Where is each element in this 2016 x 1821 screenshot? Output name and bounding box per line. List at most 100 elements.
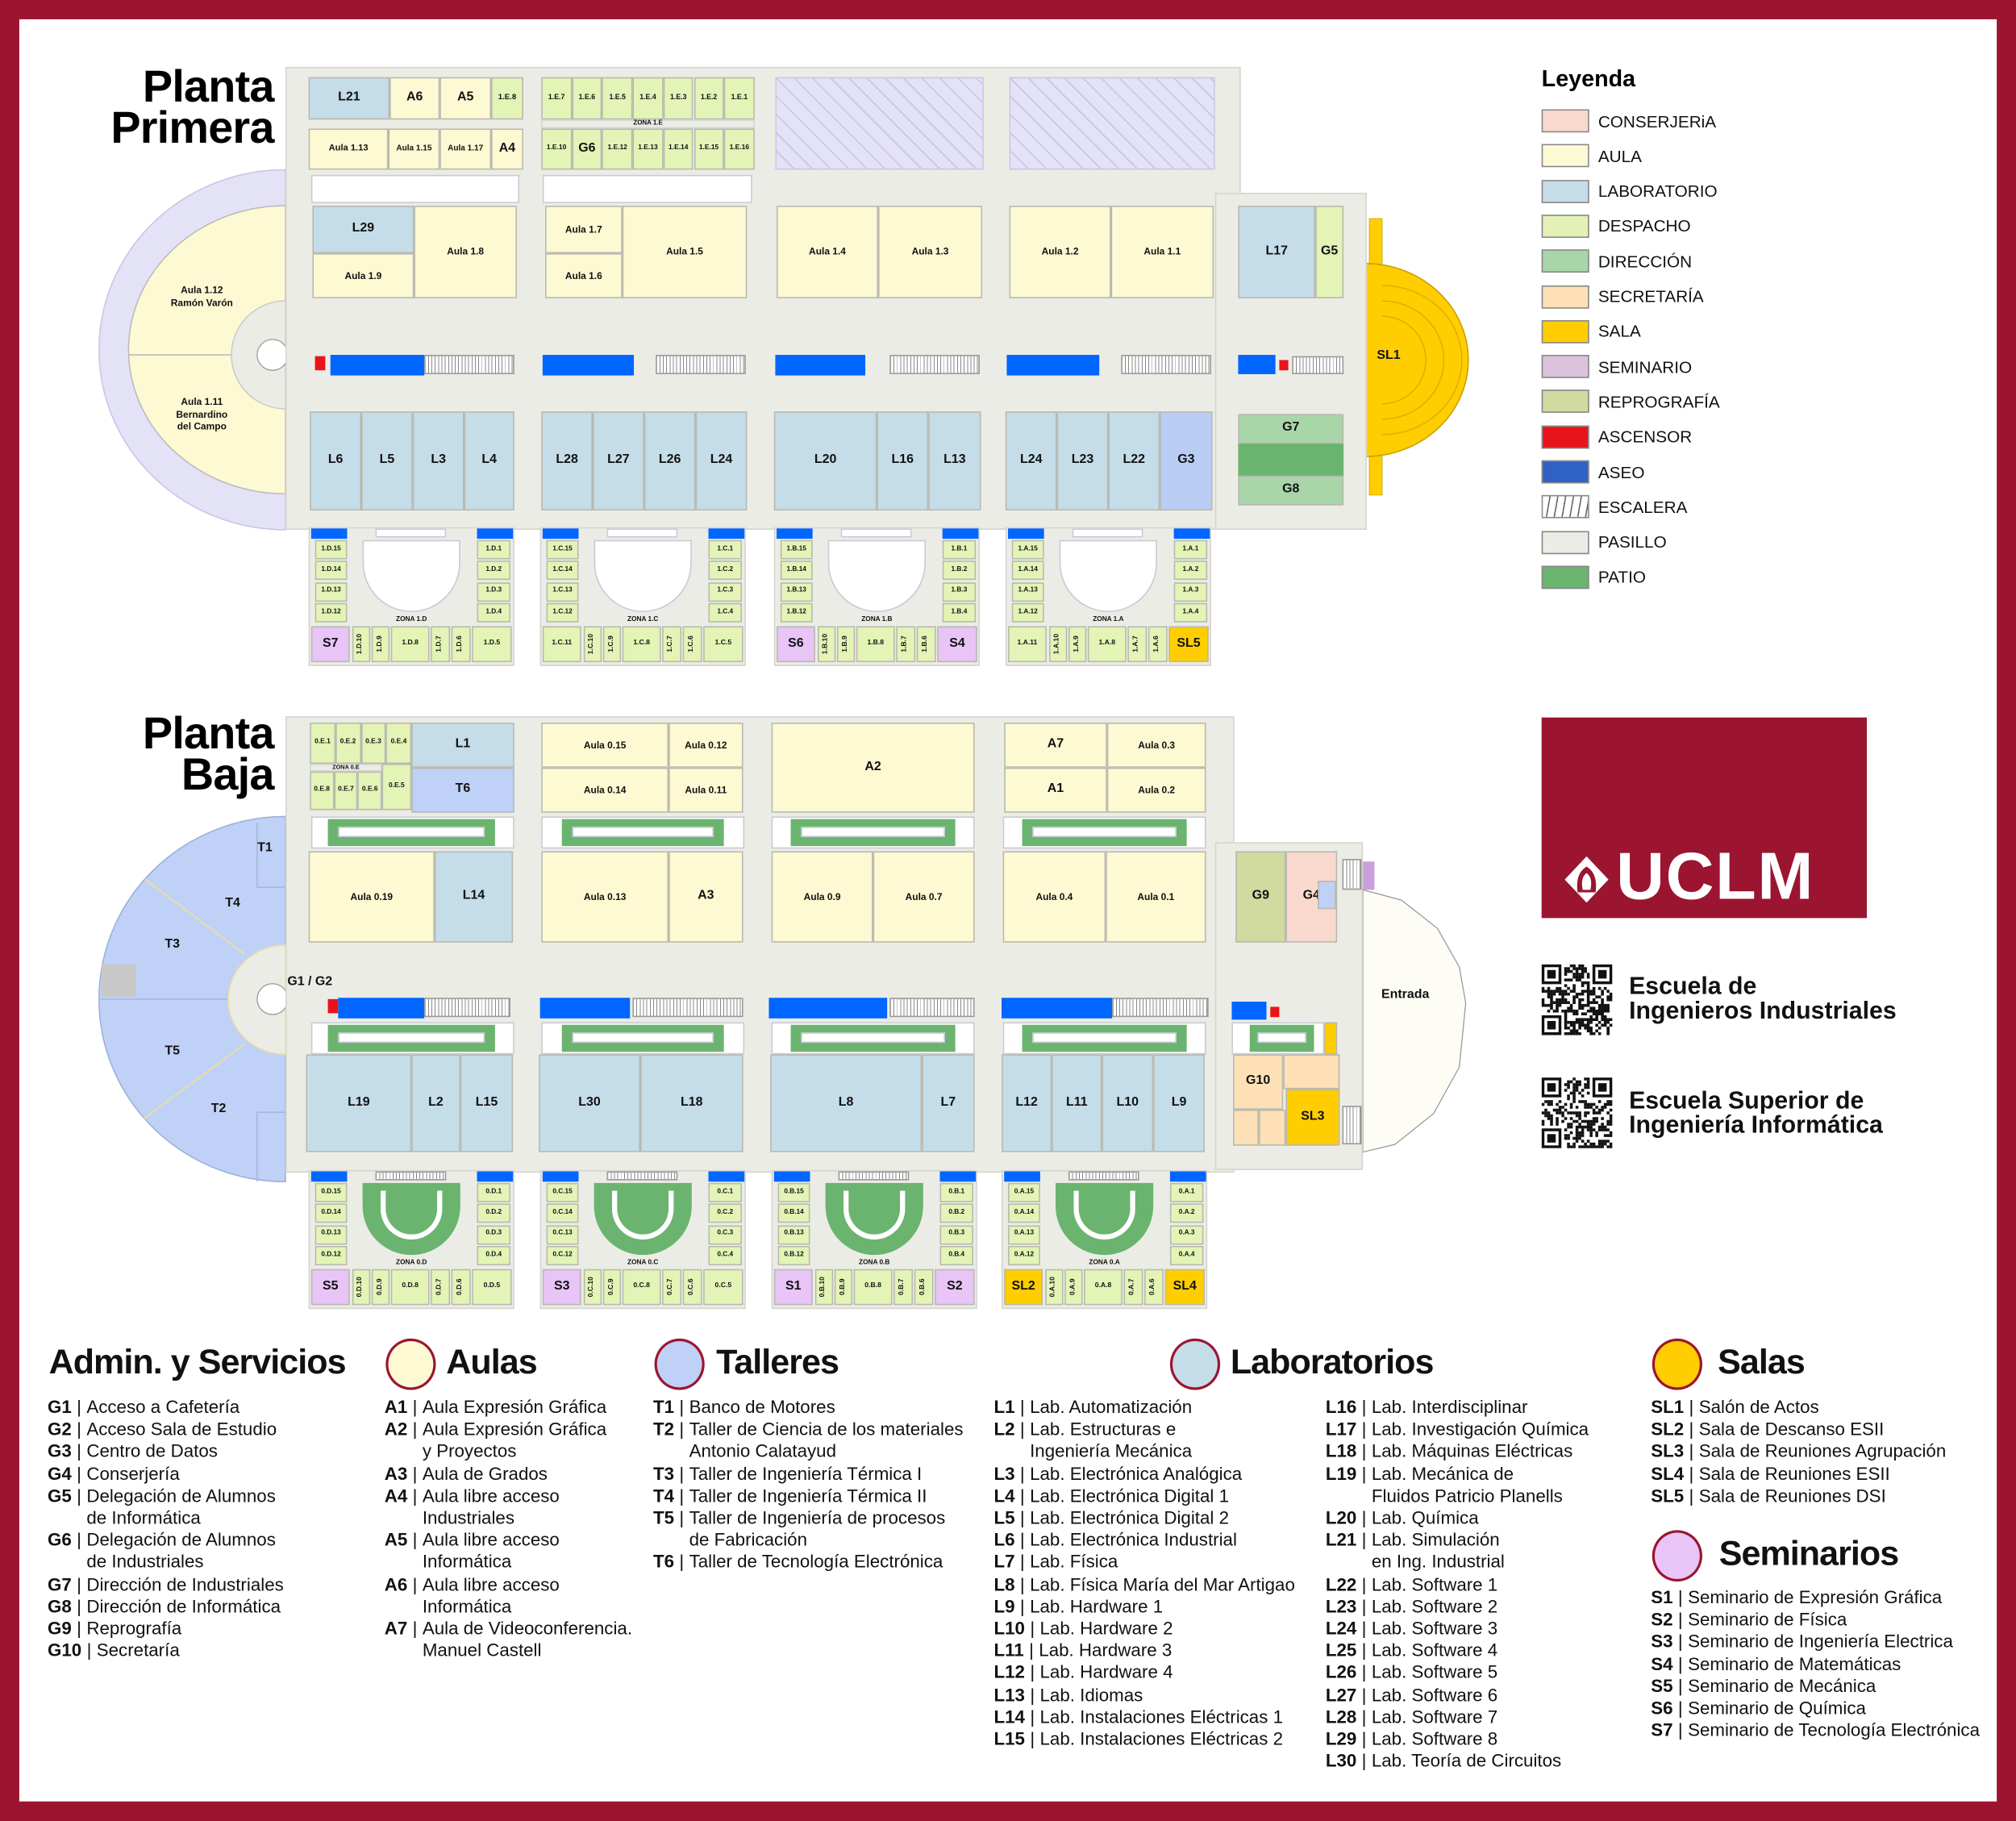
- room-label: Aula 1.6: [564, 269, 602, 281]
- item-description: Lab. Electrónica Digital 1: [1030, 1485, 1229, 1506]
- room-aula-1-11: Aula 1.11: [181, 396, 223, 408]
- room-label: L24: [710, 452, 733, 468]
- item-description-line: Aula de Grados: [422, 1462, 548, 1484]
- aseo: [768, 998, 888, 1019]
- item-description-line: Lab. Simulación: [1371, 1529, 1500, 1550]
- directory-item-l16: L16|Lab. Interdisciplinar: [1326, 1397, 1589, 1419]
- room-1-d-6: 1.D.6: [451, 626, 471, 663]
- room-label: 1.E.12: [607, 144, 627, 152]
- room-aula-1-5: Aula 1.5: [622, 206, 748, 298]
- room-l4: L4: [464, 411, 514, 510]
- item-description-line: Aula libre acceso: [422, 1529, 560, 1550]
- room-0-b-1: 0.B.1: [939, 1182, 973, 1202]
- room-0-a-1: 0.A.1: [1169, 1182, 1204, 1202]
- room-label: 1.B.10: [822, 634, 830, 655]
- room-label: 1.B.14: [786, 565, 806, 574]
- item-description-line: Lab. Software 7: [1371, 1706, 1498, 1727]
- room-l26: L26: [644, 411, 696, 510]
- item-description-line: Reprografía: [86, 1617, 182, 1639]
- legend-title: Leyenda: [1541, 65, 1636, 92]
- room-label: A1: [1047, 781, 1064, 797]
- legend-label: SECRETARÍA: [1597, 286, 1704, 306]
- item-code: S4: [1651, 1652, 1673, 1674]
- item-description: Lab. Hardware 1: [1030, 1595, 1163, 1617]
- separator: |: [1019, 1551, 1025, 1573]
- room-l21: L21: [308, 77, 390, 120]
- room-1-c-12: 1.C.12: [546, 602, 579, 623]
- room-l10: L10: [1102, 1054, 1154, 1152]
- room-0-e-3: 0.E.3: [360, 723, 386, 765]
- legend-label: LABORATORIO: [1597, 181, 1718, 201]
- item-description-line: Lab. Automatización: [1030, 1396, 1193, 1418]
- laboratorios-color-circle-icon: [1169, 1338, 1221, 1390]
- separator: |: [1361, 1684, 1367, 1705]
- directory-item-l7: L7|Lab. Física: [993, 1552, 1294, 1573]
- legend-label: ASEO: [1597, 462, 1645, 482]
- room-label: 1.A.2: [1182, 565, 1199, 574]
- room-label: 1.C.1: [717, 544, 734, 553]
- room-label: L8: [838, 1095, 854, 1110]
- room-label: 1.A.11: [1017, 639, 1038, 648]
- room-label: 0.C.4: [717, 1250, 734, 1259]
- room-label: 1.A.6: [1152, 635, 1161, 653]
- room-1-d-5: 1.D.5: [472, 626, 512, 663]
- room-label: 1.A.9: [1073, 635, 1081, 653]
- room-label: 0.E.1: [314, 738, 331, 747]
- item-code: SL2: [1651, 1418, 1685, 1440]
- courtyard-bench: [611, 1190, 674, 1240]
- separator: |: [1361, 1462, 1367, 1484]
- zone-label: ZONA 0.B: [859, 1258, 890, 1267]
- room-1-b-14: 1.B.14: [780, 560, 813, 581]
- item-description-line: Lab. Física: [1030, 1551, 1118, 1573]
- salas-color-circle-icon: [1652, 1338, 1702, 1390]
- item-description: Seminario de Química: [1688, 1698, 1866, 1719]
- item-description-line: Aula Expresión Gráfica: [422, 1418, 607, 1440]
- item-description: Lab. Interdisciplinar: [1372, 1397, 1528, 1419]
- room-0-d-6: 0.D.6: [451, 1269, 471, 1306]
- room-0-d-12: 0.D.12: [314, 1245, 348, 1265]
- room-1-e-3: 1.E.3: [663, 77, 694, 120]
- room-0-e-7: 0.E.7: [334, 771, 358, 810]
- aseo: [542, 355, 635, 376]
- item-code: S7: [1651, 1719, 1673, 1740]
- separator: |: [1019, 1485, 1025, 1506]
- room-label: 1.A.13: [1018, 586, 1038, 595]
- floor-title-line: Planta: [142, 61, 275, 112]
- legend-item-direcci-n: DIRECCIÓN: [1541, 249, 1692, 273]
- room-label: 1.D.13: [321, 586, 341, 595]
- legend-item-ascensor: ASCENSOR: [1541, 425, 1692, 448]
- room-1-a-14: 1.A.14: [1011, 560, 1044, 581]
- room-label: 1.E.5: [609, 93, 626, 102]
- item-code: A7: [384, 1617, 408, 1639]
- hall-g1-g2: G1 / G2: [287, 974, 333, 990]
- qr-code-icon: [1541, 1077, 1613, 1148]
- item-description-line: Banco de Motores: [689, 1396, 835, 1418]
- room-1-a-12: 1.A.12: [1011, 602, 1044, 623]
- room-aula-0-15: Aula 0.15: [541, 723, 669, 768]
- item-code: L3: [993, 1462, 1015, 1484]
- room-label: 1.B.15: [786, 544, 806, 553]
- room-label: L11: [1066, 1095, 1088, 1110]
- room-label: 1.B.9: [841, 635, 849, 653]
- room-aula-0-14: Aula 0.14: [541, 767, 669, 813]
- item-code: G9: [47, 1617, 72, 1639]
- separator: |: [1019, 1396, 1025, 1418]
- zone-label: ZONA 1.D: [396, 615, 427, 624]
- room-1-c-4: 1.C.4: [708, 602, 742, 623]
- room-taller: T5: [165, 1044, 180, 1059]
- room-label: 1.C.12: [552, 607, 573, 616]
- directory-item-l30: L30|Lab. Teoría de Circuitos: [1326, 1750, 1589, 1772]
- room-label: 0.A.14: [1014, 1208, 1035, 1217]
- room-label: L30: [578, 1095, 601, 1110]
- room-label: 1.B.8: [867, 639, 885, 648]
- item-description-line: Lab. Hardware 2: [1039, 1617, 1173, 1639]
- separator: |: [1361, 1727, 1367, 1749]
- room-label: 1.C.5: [714, 639, 732, 648]
- room-label: Aula 0.14: [583, 783, 627, 796]
- separator: |: [1019, 1506, 1025, 1528]
